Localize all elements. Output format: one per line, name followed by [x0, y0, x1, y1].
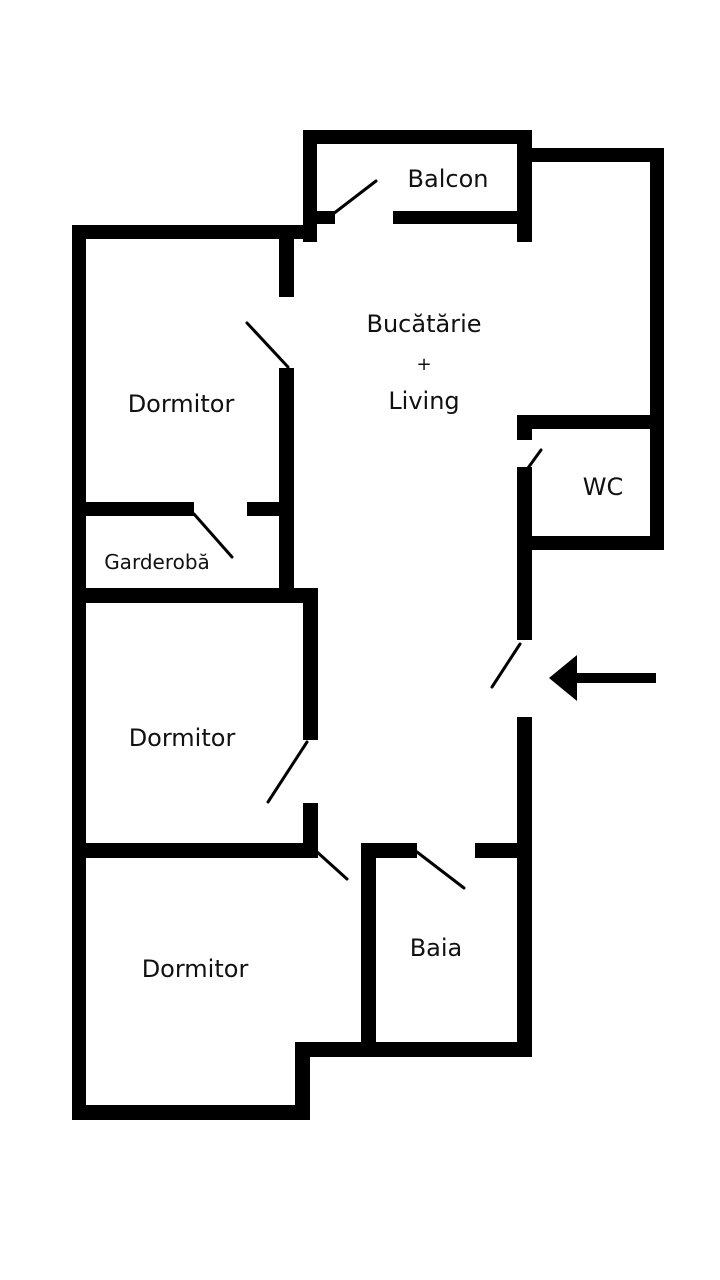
door-balcon — [331, 179, 378, 216]
door-baia — [415, 850, 466, 890]
doors — [192, 179, 543, 890]
wall-left-outer — [72, 225, 86, 1120]
wall-baia-left — [361, 843, 376, 1057]
wall-right-inner-upper — [517, 467, 532, 640]
label-kitchen-line2: Living — [388, 387, 459, 415]
wall-bottom-right — [295, 1042, 532, 1057]
wall-wc-top — [517, 415, 664, 429]
door-dormitor2 — [266, 740, 309, 804]
wall-dormitor2-top — [72, 588, 318, 603]
wall-right-inner-lower — [517, 717, 532, 1057]
wall-dormitor3-top — [72, 843, 318, 858]
label-kitchen-plus: + — [416, 354, 431, 375]
label-wc: WC — [583, 473, 624, 501]
door-dormitor1 — [245, 321, 290, 369]
wall-balcon-bottom — [393, 211, 525, 224]
door-entrance — [490, 642, 522, 689]
wall-top-left — [72, 225, 317, 239]
label-balcon: Balcon — [408, 165, 489, 193]
label-garderoba: Garderobă — [104, 550, 210, 574]
wall-balcon-top — [303, 130, 532, 144]
door-garderoba — [192, 512, 234, 559]
label-baia: Baia — [410, 934, 463, 962]
wall-bottom-left — [72, 1105, 310, 1120]
walls — [72, 130, 664, 1120]
door-wc — [526, 448, 543, 470]
wall-right-outer — [650, 148, 664, 550]
label-kitchen-line1: Bucătărie — [367, 310, 482, 338]
wall-dormitor2-right — [303, 588, 318, 740]
wall-dormitor1-right — [279, 368, 294, 603]
wall-wc-bottom — [517, 536, 664, 550]
wall-baia-top-left — [361, 843, 417, 858]
label-dormitor-3: Dormitor — [142, 955, 249, 983]
wall-garderoba-top-left — [72, 502, 194, 516]
wall-dormitor1-top-stub — [279, 225, 294, 297]
label-dormitor-2: Dormitor — [129, 724, 236, 752]
wall-wc-top-stub — [517, 415, 532, 440]
wall-bottom-step — [295, 1042, 310, 1120]
wall-balcon-right — [517, 130, 532, 242]
label-dormitor-1: Dormitor — [128, 390, 235, 418]
wall-balcon-bottom-left — [303, 211, 335, 224]
arrow-left-icon — [549, 655, 656, 701]
wall-top-right — [517, 148, 664, 162]
wall-garderoba-top-right — [247, 502, 294, 516]
door-dormitor3 — [314, 849, 349, 881]
